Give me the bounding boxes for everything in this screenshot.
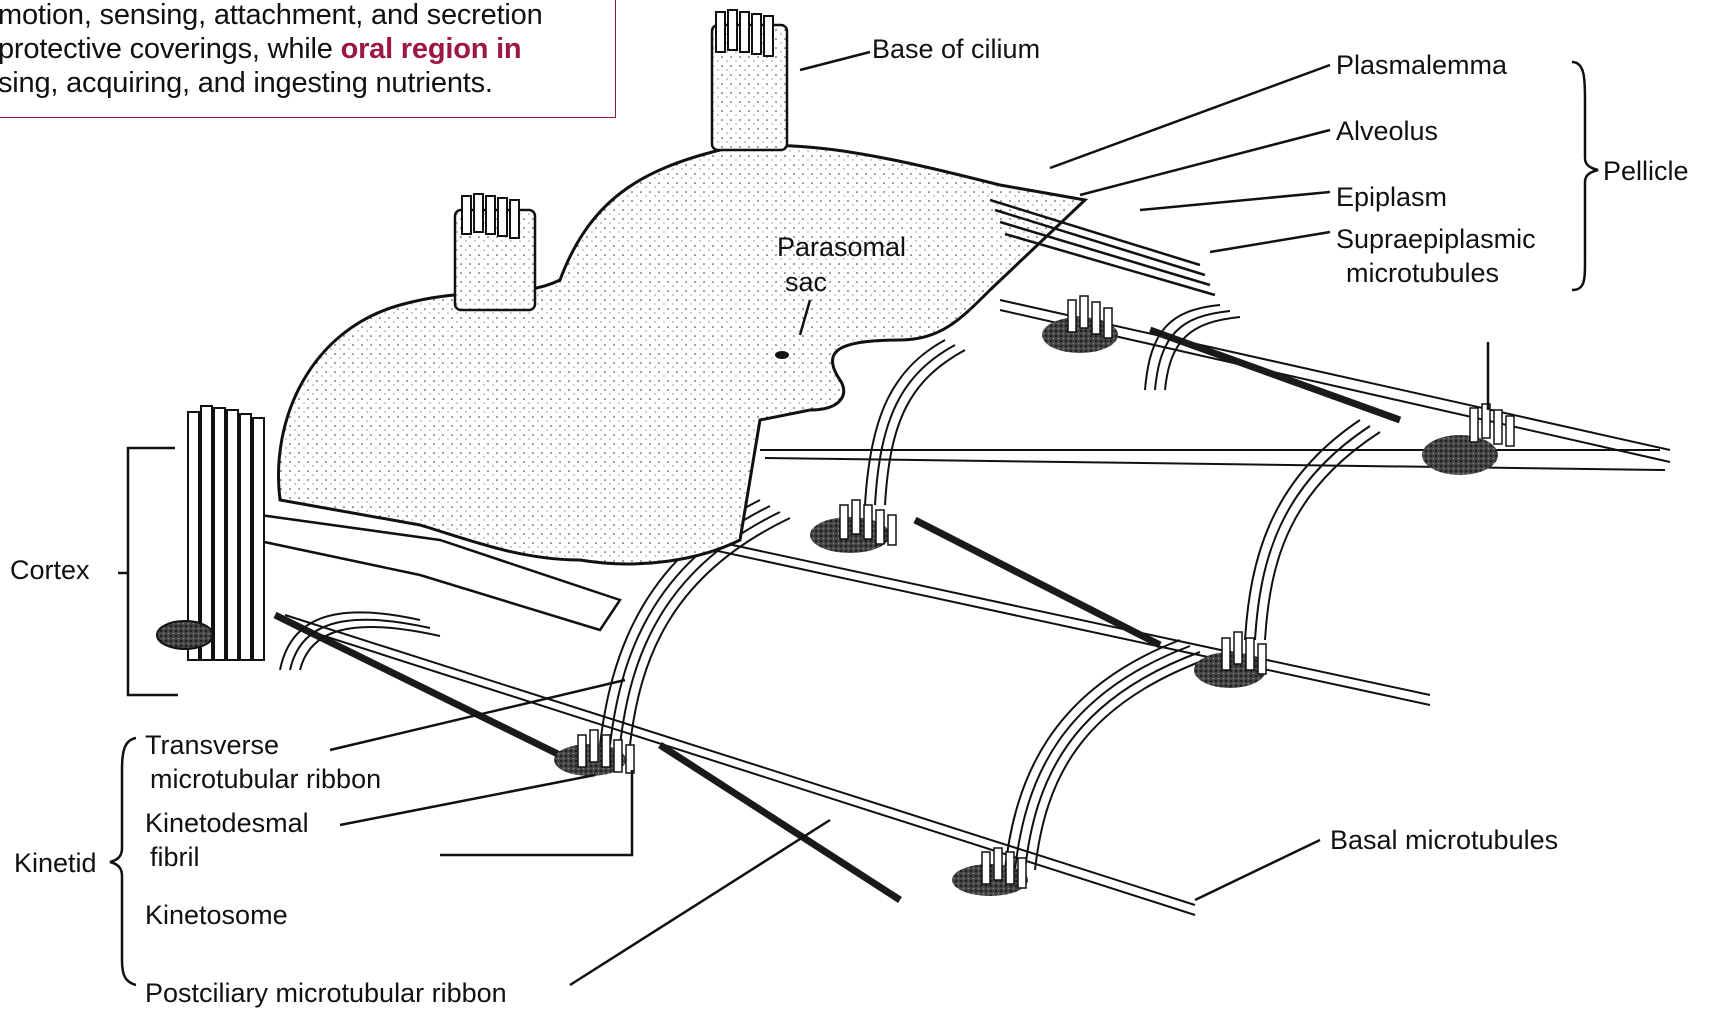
label-epiplasm: Epiplasm <box>1336 182 1447 213</box>
kinetosome-cluster <box>810 500 896 553</box>
label-basal-microtubules: Basal microtubules <box>1330 825 1558 856</box>
label-plasmalemma: Plasmalemma <box>1336 50 1507 81</box>
label-base-of-cilium: Base of cilium <box>872 34 1040 65</box>
label-postciliary: Postciliary microtubular ribbon <box>145 978 507 1009</box>
label-alveolus: Alveolus <box>1336 116 1438 147</box>
kinetosome-cluster <box>1422 404 1514 475</box>
label-supraepiplasmic: Supraepiplasmic <box>1336 224 1536 255</box>
label-transverse: Transverse <box>145 730 279 761</box>
label-supraepiplasmic-2: microtubules <box>1346 258 1499 289</box>
cilium-base <box>712 10 787 150</box>
kinetosome-cluster <box>1042 296 1118 353</box>
parasomal-sac-mark <box>775 351 789 359</box>
label-cortex: Cortex <box>10 555 90 586</box>
label-kinetodesmal: Kinetodesmal <box>145 808 309 839</box>
kinetosome-cluster <box>1194 632 1266 688</box>
label-kinetid: Kinetid <box>14 848 97 879</box>
label-parasomal: Parasomal <box>777 232 906 263</box>
pellicle-surface <box>279 145 1086 563</box>
label-transverse-2: microtubular ribbon <box>150 764 381 795</box>
label-parasomal-sac: sac <box>785 267 827 298</box>
label-pellicle: Pellicle <box>1603 156 1689 187</box>
label-kinetodesmal-2: fibril <box>150 842 200 873</box>
label-kinetosome: Kinetosome <box>145 900 288 931</box>
cortex-section <box>157 406 264 660</box>
cilium-base <box>455 194 535 310</box>
